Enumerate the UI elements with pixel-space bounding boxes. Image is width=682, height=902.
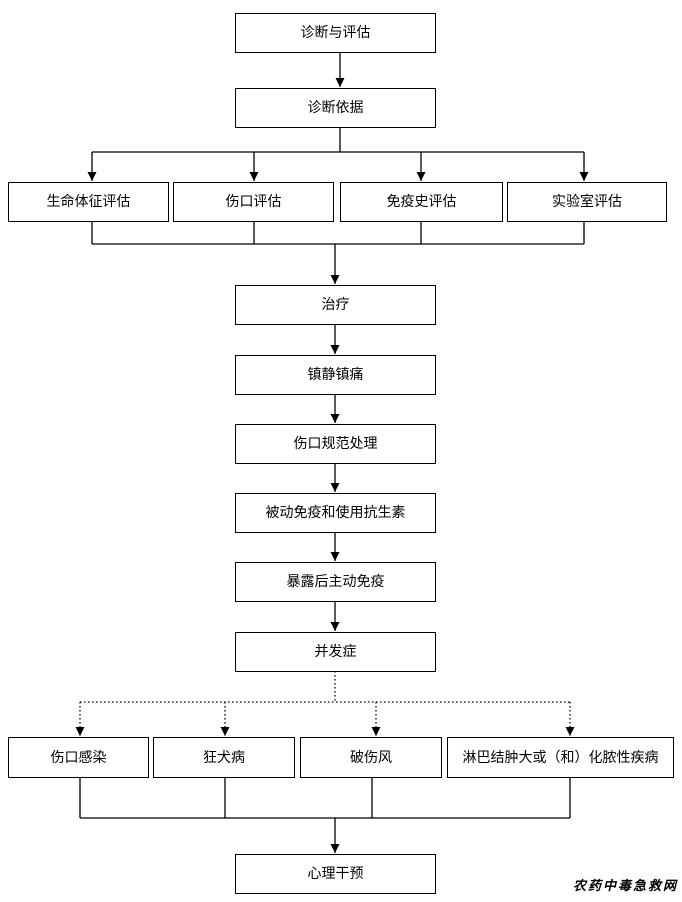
node-rabies: 狂犬病 <box>153 737 295 778</box>
node-complications: 并发症 <box>235 632 436 672</box>
node-lymphadenitis: 淋巴结肿大或（和）化脓性疾病 <box>447 737 674 778</box>
node-wound-care: 伤口规范处理 <box>235 424 436 464</box>
node-wound-infection: 伤口感染 <box>8 737 149 778</box>
node-vital-signs: 生命体征评估 <box>8 182 169 222</box>
node-active-immunization: 暴露后主动免疫 <box>235 562 436 602</box>
node-sedation-analgesia: 镇静镇痛 <box>235 355 436 395</box>
watermark-text: 农药中毒急救网 <box>572 879 678 894</box>
node-treatment: 治疗 <box>235 285 436 325</box>
node-diagnosis-assessment: 诊断与评估 <box>235 13 436 53</box>
node-passive-immunization: 被动免疫和使用抗生素 <box>235 493 436 533</box>
node-psych-intervention: 心理干预 <box>235 854 436 894</box>
node-immunization-history: 免疫史评估 <box>340 182 503 222</box>
node-tetanus: 破伤风 <box>300 737 442 778</box>
node-diagnosis-basis: 诊断依据 <box>235 88 436 128</box>
node-wound-assessment: 伤口评估 <box>173 182 334 222</box>
node-lab-assessment: 实验室评估 <box>507 182 667 222</box>
